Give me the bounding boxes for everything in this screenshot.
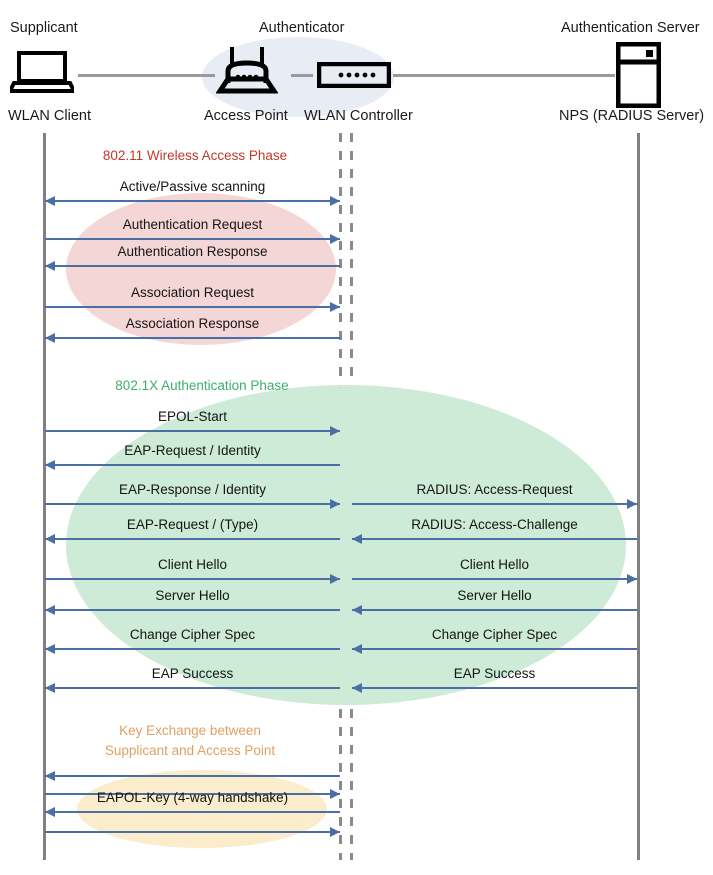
message-label: Active/Passive scanning bbox=[119, 179, 266, 194]
message-arrow-line bbox=[352, 503, 637, 505]
message-label: Client Hello bbox=[459, 557, 530, 572]
message-arrow-head-right bbox=[330, 574, 340, 584]
actor-device-nps-radius: NPS (RADIUS Server) bbox=[559, 108, 705, 124]
message-arrow-line bbox=[45, 538, 340, 540]
message-arrow-head-right bbox=[330, 426, 340, 436]
message-arrow-line bbox=[352, 687, 637, 689]
actor-device-wlan-client: WLAN Client bbox=[8, 108, 91, 124]
message-label: Change Cipher Spec bbox=[129, 627, 256, 642]
message-arrow-head-right bbox=[330, 499, 340, 509]
message-label: Association Response bbox=[125, 316, 260, 331]
message-label: Server Hello bbox=[457, 588, 532, 603]
message-arrow-line bbox=[45, 306, 340, 308]
message-label: EPOL-Start bbox=[157, 409, 228, 424]
actor-role-supplicant: Supplicant bbox=[10, 20, 78, 36]
message-arrow-line bbox=[45, 578, 340, 580]
message-arrow-head-left bbox=[45, 460, 55, 470]
actor-device-wlan-controller: WLAN Controller bbox=[304, 108, 413, 124]
phase-ellipse-8021x bbox=[66, 385, 626, 705]
message-arrow-head-left bbox=[352, 644, 362, 654]
message-label: RADIUS: Access-Challenge bbox=[411, 517, 578, 532]
actor-device-access-point: Access Point bbox=[204, 108, 288, 124]
message-arrow-head-left bbox=[45, 807, 55, 817]
message-arrow-line bbox=[352, 578, 637, 580]
message-arrow-line bbox=[45, 648, 340, 650]
message-arrow-line bbox=[45, 238, 340, 240]
message-label: Server Hello bbox=[155, 588, 230, 603]
message-arrow-line bbox=[45, 503, 340, 505]
phase-title-8021x: 802.1X Authentication Phase bbox=[115, 378, 289, 393]
message-label: EAP-Request / Identity bbox=[124, 443, 261, 458]
laptop-icon bbox=[6, 50, 78, 99]
link-wlc-to-server bbox=[393, 74, 615, 77]
message-arrow-line bbox=[352, 609, 637, 611]
phase-title-keyexchange: Key Exchange between Supplicant and Acce… bbox=[104, 723, 276, 758]
link-client-to-ap bbox=[78, 74, 215, 77]
network-switch-icon bbox=[316, 61, 392, 93]
message-label: EAPOL-Key (4-way handshake) bbox=[96, 790, 289, 805]
message-arrow-line bbox=[352, 538, 637, 540]
message-label: EAP Success bbox=[151, 666, 234, 681]
message-arrow-line bbox=[45, 337, 340, 339]
message-arrow-head-left bbox=[45, 534, 55, 544]
message-arrow-head-left bbox=[45, 683, 55, 693]
message-arrow-line bbox=[45, 793, 340, 795]
message-arrow-head-right bbox=[627, 499, 637, 509]
message-arrow-line bbox=[45, 811, 340, 813]
message-label: EAP-Response / Identity bbox=[118, 482, 267, 497]
actor-role-authenticator: Authenticator bbox=[259, 20, 345, 36]
wireless-router-icon bbox=[215, 47, 279, 100]
message-arrow-head-left bbox=[45, 644, 55, 654]
message-arrow-line bbox=[45, 430, 340, 432]
message-label: Authentication Response bbox=[117, 244, 268, 259]
message-arrow-head-left bbox=[45, 261, 55, 271]
message-label: Authentication Request bbox=[122, 217, 263, 232]
message-arrow-head-right bbox=[330, 789, 340, 799]
message-arrow-head-left bbox=[45, 333, 55, 343]
message-arrow-head-left bbox=[352, 605, 362, 615]
message-arrow-head-right bbox=[330, 302, 340, 312]
message-arrow-head-left bbox=[352, 534, 362, 544]
message-arrow-line bbox=[45, 609, 340, 611]
message-label: EAP Success bbox=[453, 666, 536, 681]
server-tower-icon bbox=[615, 41, 662, 113]
link-ap-to-wlc bbox=[291, 74, 313, 77]
message-arrow-head-right bbox=[330, 234, 340, 244]
message-arrow-head-right bbox=[627, 574, 637, 584]
message-arrow-line bbox=[45, 775, 340, 777]
message-label: EAP-Request / (Type) bbox=[126, 517, 259, 532]
message-arrow-line bbox=[45, 265, 340, 267]
message-label: Change Cipher Spec bbox=[431, 627, 558, 642]
message-arrow-head-left bbox=[352, 683, 362, 693]
lifeline-auth-server bbox=[637, 133, 640, 860]
lifeline-supplicant bbox=[43, 133, 46, 860]
phase-ellipse-keyexchange bbox=[77, 770, 327, 848]
message-arrow-head-right bbox=[330, 827, 340, 837]
message-label: Client Hello bbox=[157, 557, 228, 572]
message-arrow-line bbox=[352, 648, 637, 650]
phase-title-80211: 802.11 Wireless Access Phase bbox=[102, 148, 288, 163]
message-arrow-line bbox=[45, 687, 340, 689]
message-label: RADIUS: Access-Request bbox=[416, 482, 573, 497]
message-arrow-head-left bbox=[45, 771, 55, 781]
message-arrow-line bbox=[45, 200, 340, 202]
message-arrow-head-right bbox=[330, 196, 340, 206]
phase-ellipse-80211 bbox=[66, 193, 336, 345]
message-arrow-head-left bbox=[45, 605, 55, 615]
message-label: Association Request bbox=[130, 285, 255, 300]
message-arrow-line bbox=[45, 831, 340, 833]
message-arrow-head-left bbox=[45, 196, 55, 206]
message-arrow-line bbox=[45, 464, 340, 466]
actor-role-auth-server: Authentication Server bbox=[561, 20, 700, 36]
